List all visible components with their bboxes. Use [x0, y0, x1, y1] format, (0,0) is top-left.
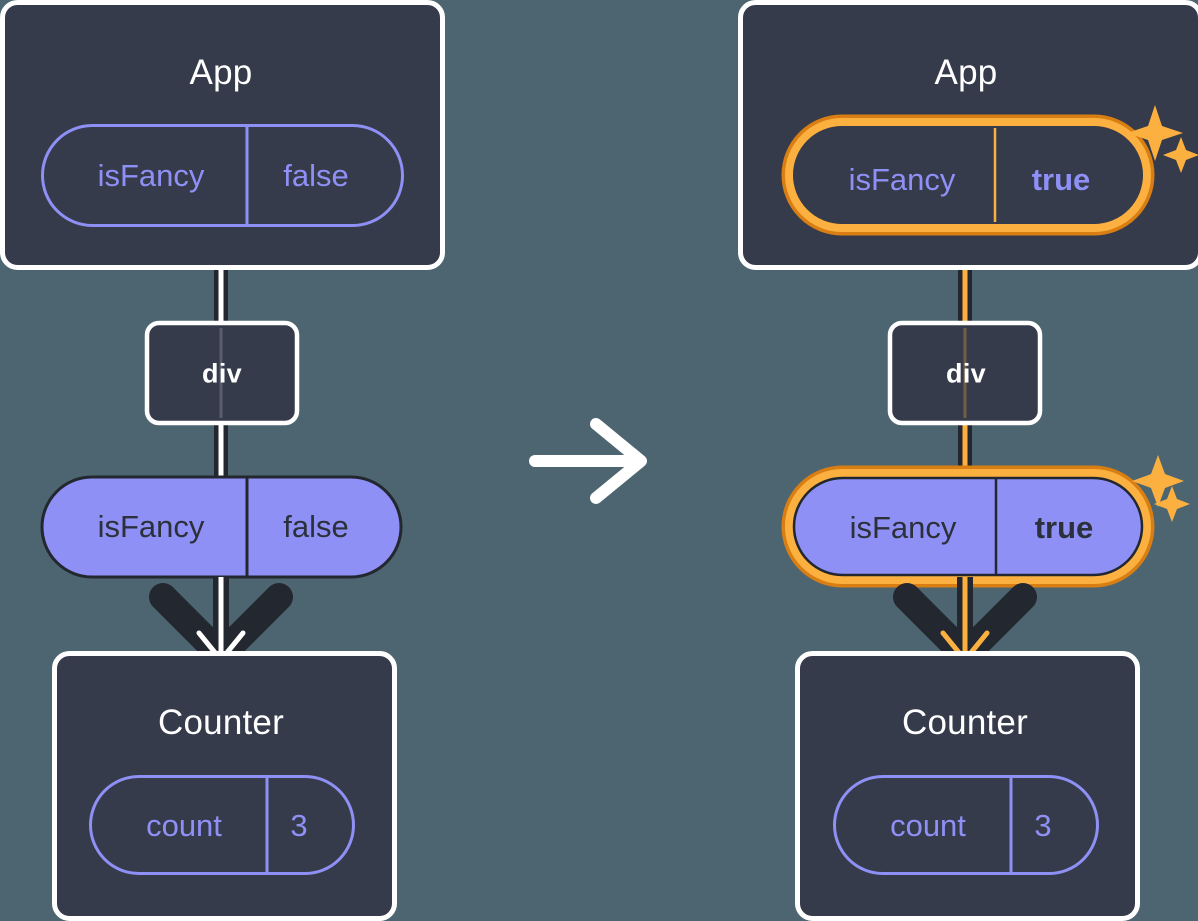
counter-box-right — [795, 651, 1140, 921]
counter-state-pill-left — [89, 775, 355, 875]
arrow-prop-to-counter-right — [893, 577, 1037, 669]
app-box-left — [0, 0, 445, 270]
panel-after — [738, 0, 1198, 921]
transition-arrow-icon — [529, 418, 647, 504]
counter-box-left — [52, 651, 397, 921]
prop-pill-left — [40, 475, 403, 579]
app-state-pill-left — [41, 124, 404, 227]
counter-state-pill-right — [833, 775, 1099, 875]
div-box-right — [887, 320, 1043, 426]
div-box-left — [144, 320, 300, 426]
prop-pill-right — [781, 465, 1155, 588]
panel-before — [0, 0, 445, 921]
sparkles-icon-prop — [1132, 455, 1190, 522]
app-state-pill-right — [781, 114, 1155, 236]
sparkles-icon-app — [1127, 105, 1198, 173]
arrow-prop-to-counter-left — [149, 577, 293, 669]
